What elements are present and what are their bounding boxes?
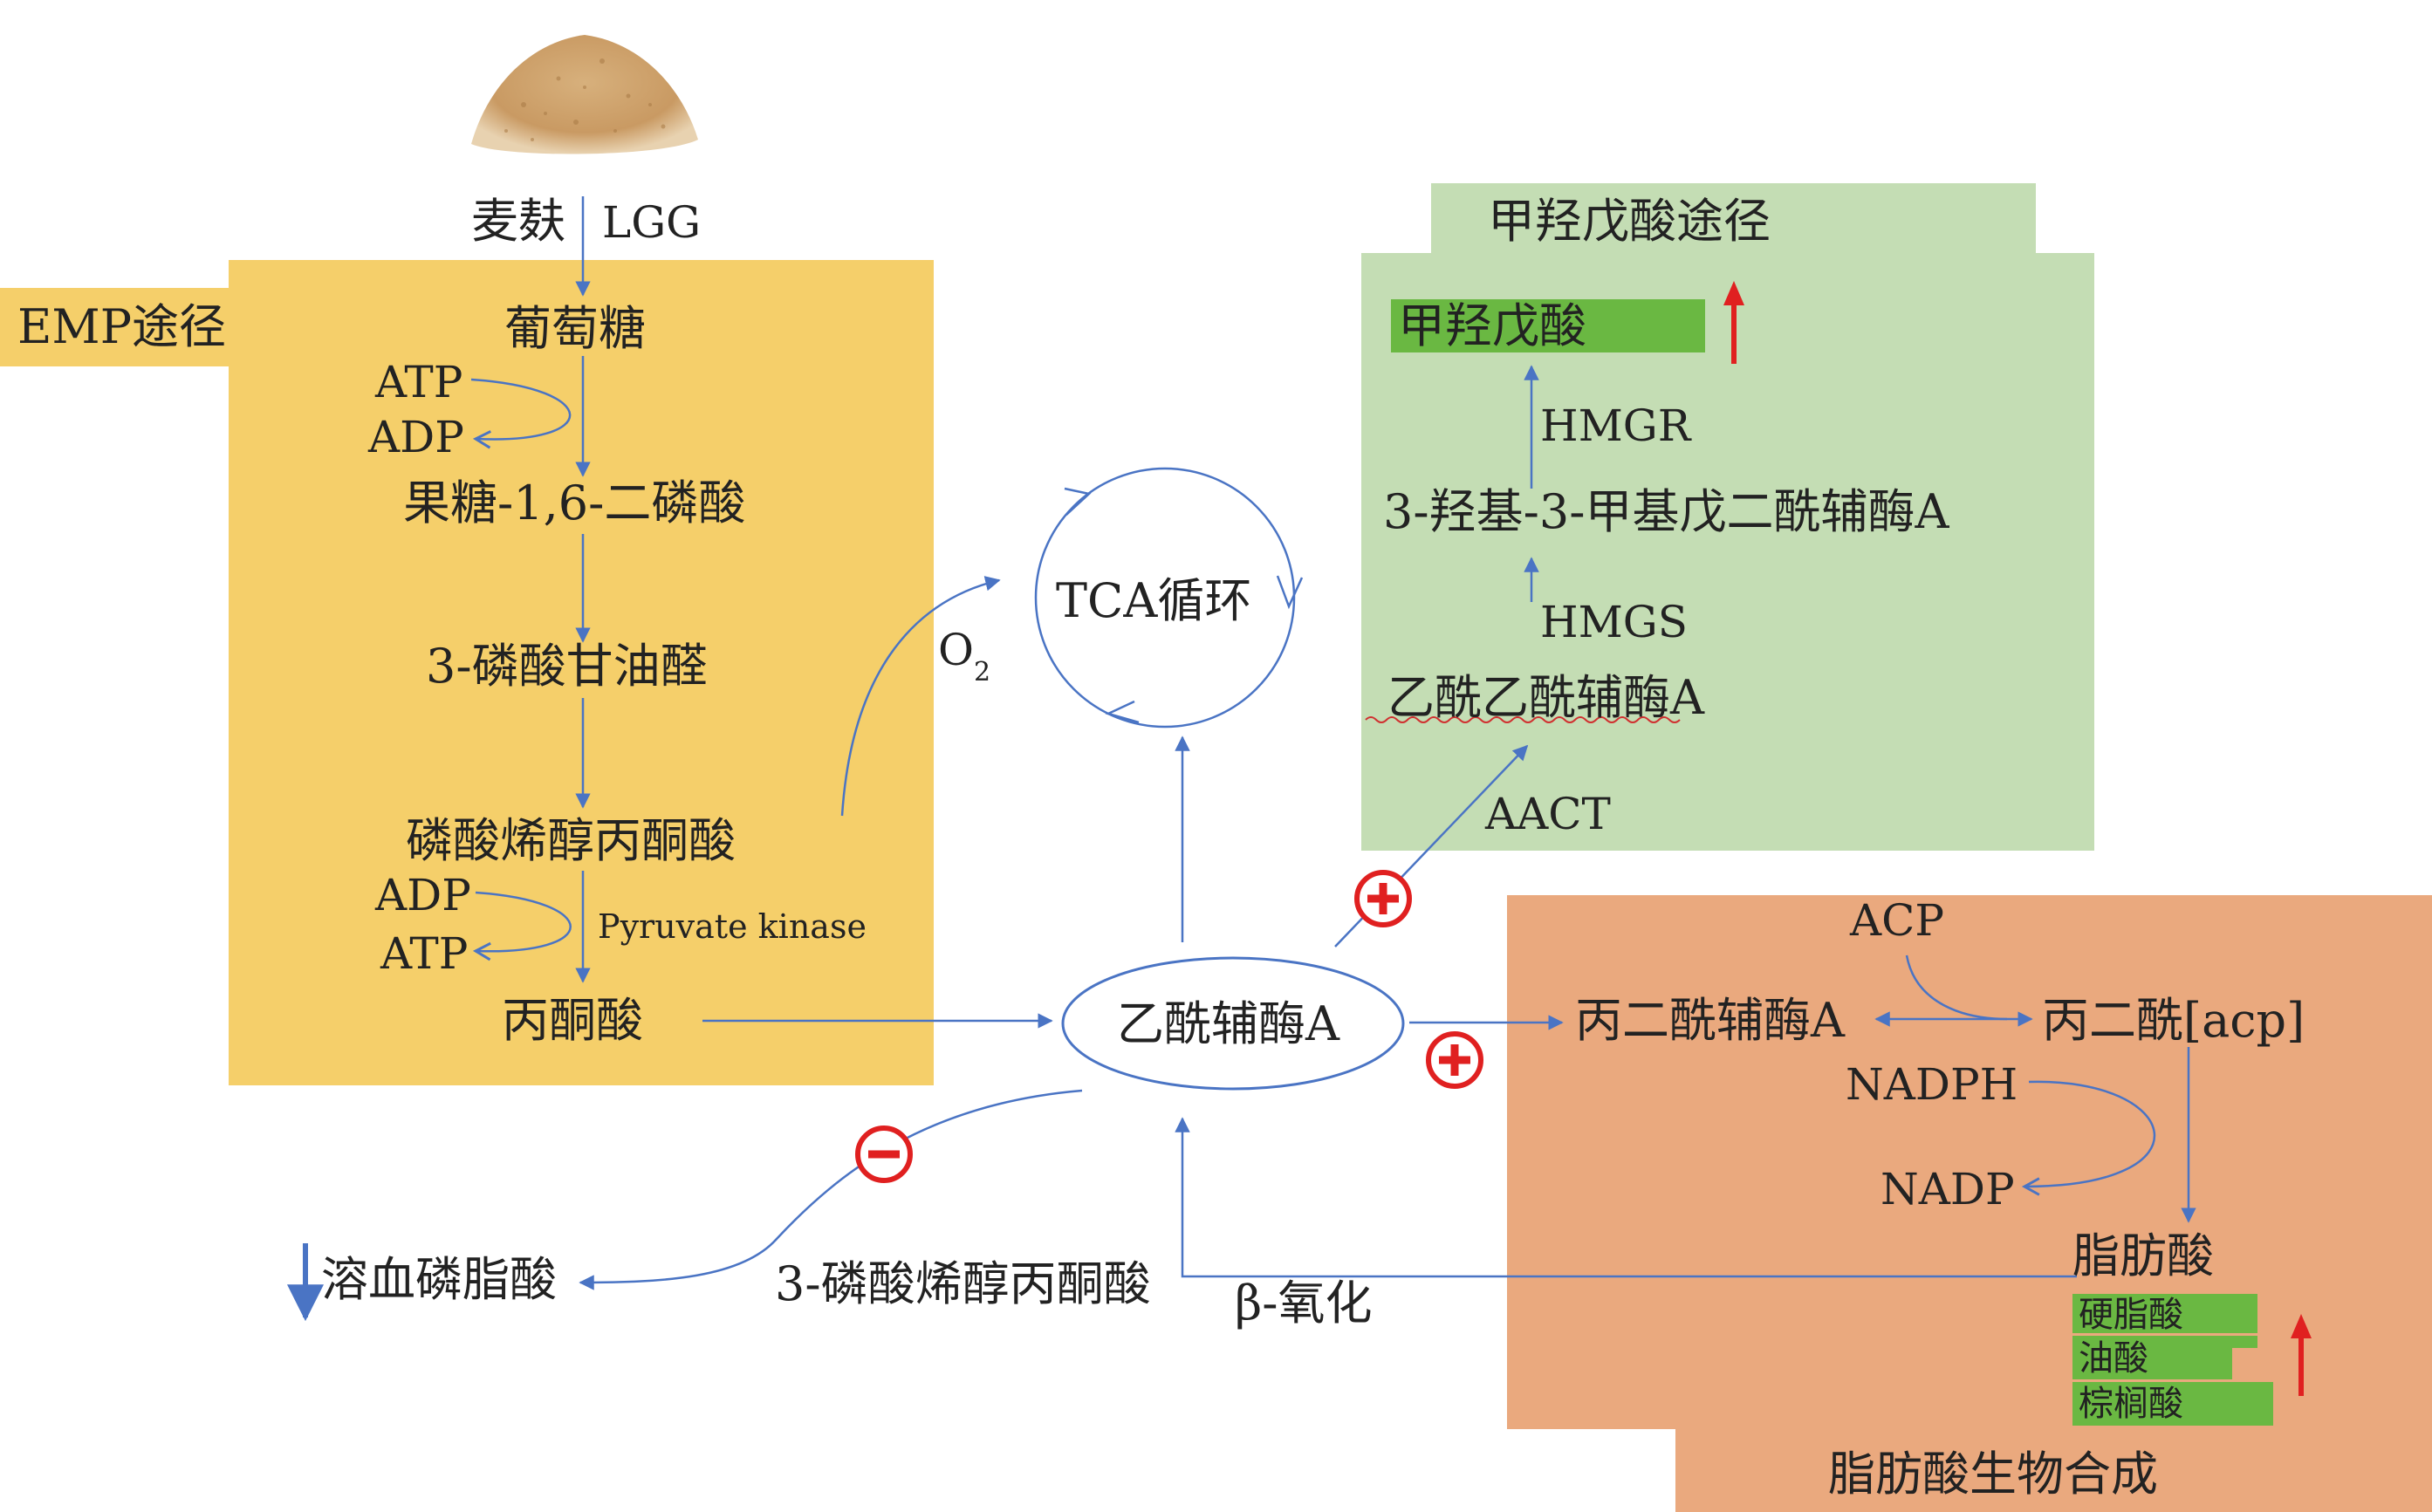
adp-in-label: ADP	[374, 870, 471, 920]
tca-cycle	[1034, 467, 1304, 729]
lgg-label: LGG	[602, 197, 701, 248]
stearic-acid-label: 硬脂酸	[2079, 1295, 2183, 1335]
hmgr-label: HMGR	[1540, 400, 1692, 451]
lyso-pa-label: 溶血磷脂酸	[321, 1252, 557, 1307]
mevalonate-label: 甲羟戊酸	[1398, 298, 1586, 353]
atp-out-label: ATP	[380, 928, 468, 979]
glucose-label: 葡萄糖	[504, 301, 646, 356]
acetoacetyl-coa-label: 乙酰乙酰辅酶A	[1387, 670, 1705, 725]
emp-box	[229, 260, 934, 1085]
hmg-coa-label: 3-羟基-3-甲基戊二酰辅酶A	[1383, 484, 1949, 539]
emp-arrows	[470, 196, 1053, 1029]
malonyl-coa-label: 丙二酰辅酶A	[1575, 993, 1846, 1048]
malonyl-acp-label: 丙二酰[acp]	[2042, 993, 2305, 1048]
emp-title: EMP途径	[17, 299, 226, 354]
adp-out-label: ADP	[367, 412, 464, 462]
beta-oxidation-label: β-氧化	[1235, 1276, 1372, 1331]
oleic-highlight	[2072, 1336, 2257, 1379]
aact-label: AACT	[1484, 789, 1611, 839]
pep3-label: 3-磷酸烯醇丙酮酸	[775, 1256, 1151, 1311]
o2-label: O2	[938, 625, 990, 688]
mevalonate-pathway-title: 甲羟戊酸途径	[1488, 194, 1771, 249]
atp-in-label: ATP	[374, 357, 462, 407]
acetyl-coa-label: 乙酰辅酶A	[1117, 996, 1340, 1051]
palmitic-acid-label: 棕榈酸	[2079, 1384, 2183, 1424]
mevalonate-highlight	[1391, 299, 1705, 352]
spell-underline	[1365, 716, 1681, 723]
minus-sign	[855, 1125, 913, 1183]
pyruvate-kinase-label: Pyruvate kinase	[598, 907, 867, 946]
palmitic-highlight	[2072, 1382, 2273, 1426]
plus-sign-aact	[1354, 870, 1412, 927]
acetyl-coa-ellipse	[1061, 956, 1405, 1091]
oleic-acid-label: 油酸	[2079, 1338, 2148, 1379]
fbp-label: 果糖-1,6-二磷酸	[403, 475, 745, 530]
wheat-bran-image	[471, 35, 698, 154]
emp-label-box	[0, 288, 229, 366]
pyruvate-label: 丙酮酸	[502, 993, 643, 1048]
up-arrows	[1723, 281, 2312, 1396]
plus-sign-malonyl	[1426, 1031, 1483, 1089]
fatty-acid-label: 脂肪酸	[2072, 1228, 2214, 1283]
tca-label: TCA循环	[1056, 573, 1251, 628]
nadp-label: NADP	[1881, 1164, 2015, 1214]
fatty-arrows	[1874, 954, 2196, 1223]
bran-label: 麦麸	[471, 194, 565, 249]
stearic-highlight	[2072, 1294, 2257, 1333]
pep-label: 磷酸烯醇丙酮酸	[406, 813, 736, 868]
hmgs-label: HMGS	[1540, 597, 1688, 647]
g3p-label: 3-磷酸甘油醛	[426, 639, 708, 694]
nadph-label: NADPH	[1846, 1059, 2018, 1110]
acp-label: ACP	[1849, 895, 1944, 946]
fatty-acid-synthesis-title: 脂肪酸生物合成	[1828, 1447, 2158, 1502]
